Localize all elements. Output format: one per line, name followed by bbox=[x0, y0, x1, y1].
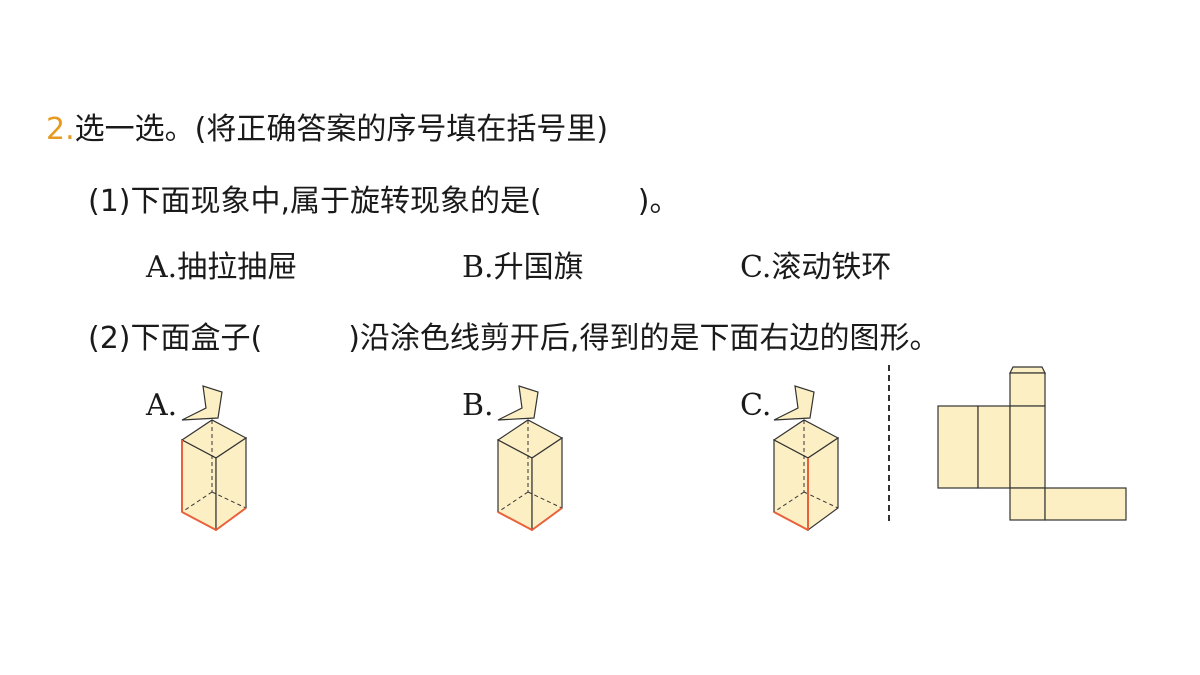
part2-stem: (2)下面盒子( )沿涂色线剪开后,得到的是下面右边的图形。 bbox=[88, 319, 939, 359]
question-header: 2.选一选。(将正确答案的序号填在括号里) bbox=[46, 110, 608, 150]
part2-prefix: (2)下面盒子( bbox=[88, 321, 263, 356]
part1-stem: (1)下面现象中,属于旋转现象的是( )。 bbox=[88, 182, 679, 222]
box-c-cut-line bbox=[773, 511, 809, 531]
box-net-figure bbox=[937, 366, 1127, 521]
option-text: 抽拉抽屉 bbox=[177, 250, 298, 285]
box-a-cut-line bbox=[181, 507, 247, 532]
net-top-face bbox=[1009, 372, 1046, 407]
option-text: 升国旗 bbox=[493, 250, 584, 285]
net-side-face-2 bbox=[977, 405, 1011, 489]
net-top-flap bbox=[1009, 366, 1046, 374]
part2-option-a-label[interactable]: A. bbox=[146, 388, 178, 423]
net-side-face-4 bbox=[1044, 487, 1127, 521]
net-side-face-3 bbox=[1009, 405, 1046, 489]
divider-dashed-line bbox=[888, 365, 890, 523]
part2-option-c-label[interactable]: C. bbox=[740, 388, 772, 423]
net-bottom-face bbox=[1009, 487, 1046, 521]
option-letter: A. bbox=[146, 250, 178, 285]
box-b-cut-line bbox=[497, 507, 563, 532]
question-title: 选一选。(将正确答案的序号填在括号里) bbox=[74, 112, 609, 147]
part1-option-c[interactable]: C.滚动铁环 bbox=[740, 248, 891, 288]
box-a-lid-flap bbox=[181, 385, 223, 421]
net-side-face-1 bbox=[937, 405, 979, 489]
part1-prefix: (1)下面现象中,属于旋转现象的是( bbox=[88, 184, 542, 219]
option-letter: B. bbox=[462, 250, 494, 285]
part1-suffix: )。 bbox=[637, 184, 680, 219]
question-number: 2. bbox=[46, 112, 75, 147]
part1-option-b[interactable]: B.升国旗 bbox=[462, 248, 584, 288]
box-a-figure[interactable] bbox=[170, 380, 260, 535]
box-c-lid-flap bbox=[773, 385, 815, 421]
part1-option-a[interactable]: A.抽拉抽屉 bbox=[146, 248, 297, 288]
part2-option-b-label[interactable]: B. bbox=[462, 388, 494, 423]
box-b-lid-flap bbox=[497, 385, 539, 421]
box-c-figure[interactable] bbox=[762, 380, 852, 535]
option-text: 滚动铁环 bbox=[771, 250, 892, 285]
box-b-figure[interactable] bbox=[486, 380, 576, 535]
part2-suffix: )沿涂色线剪开后,得到的是下面右边的图形。 bbox=[348, 321, 940, 356]
option-letter: C. bbox=[740, 250, 772, 285]
